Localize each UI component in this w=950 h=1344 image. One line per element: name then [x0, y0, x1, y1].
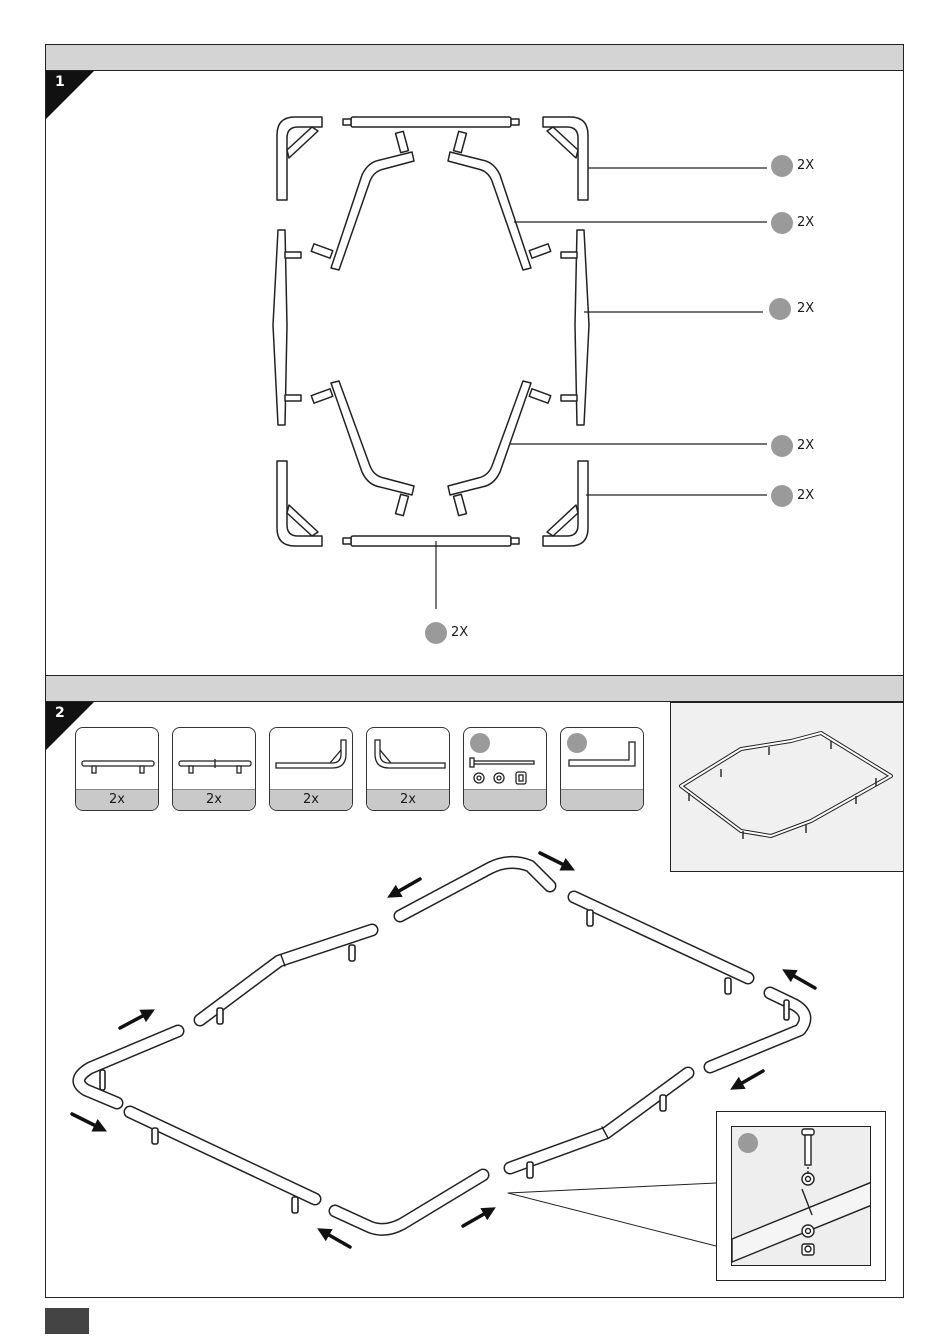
- bolt-detail-callout: [716, 1111, 886, 1281]
- page-footer-marker: [45, 1308, 89, 1334]
- bolt-detail-view: [731, 1126, 871, 1266]
- hardware-marker-icon: [738, 1133, 758, 1153]
